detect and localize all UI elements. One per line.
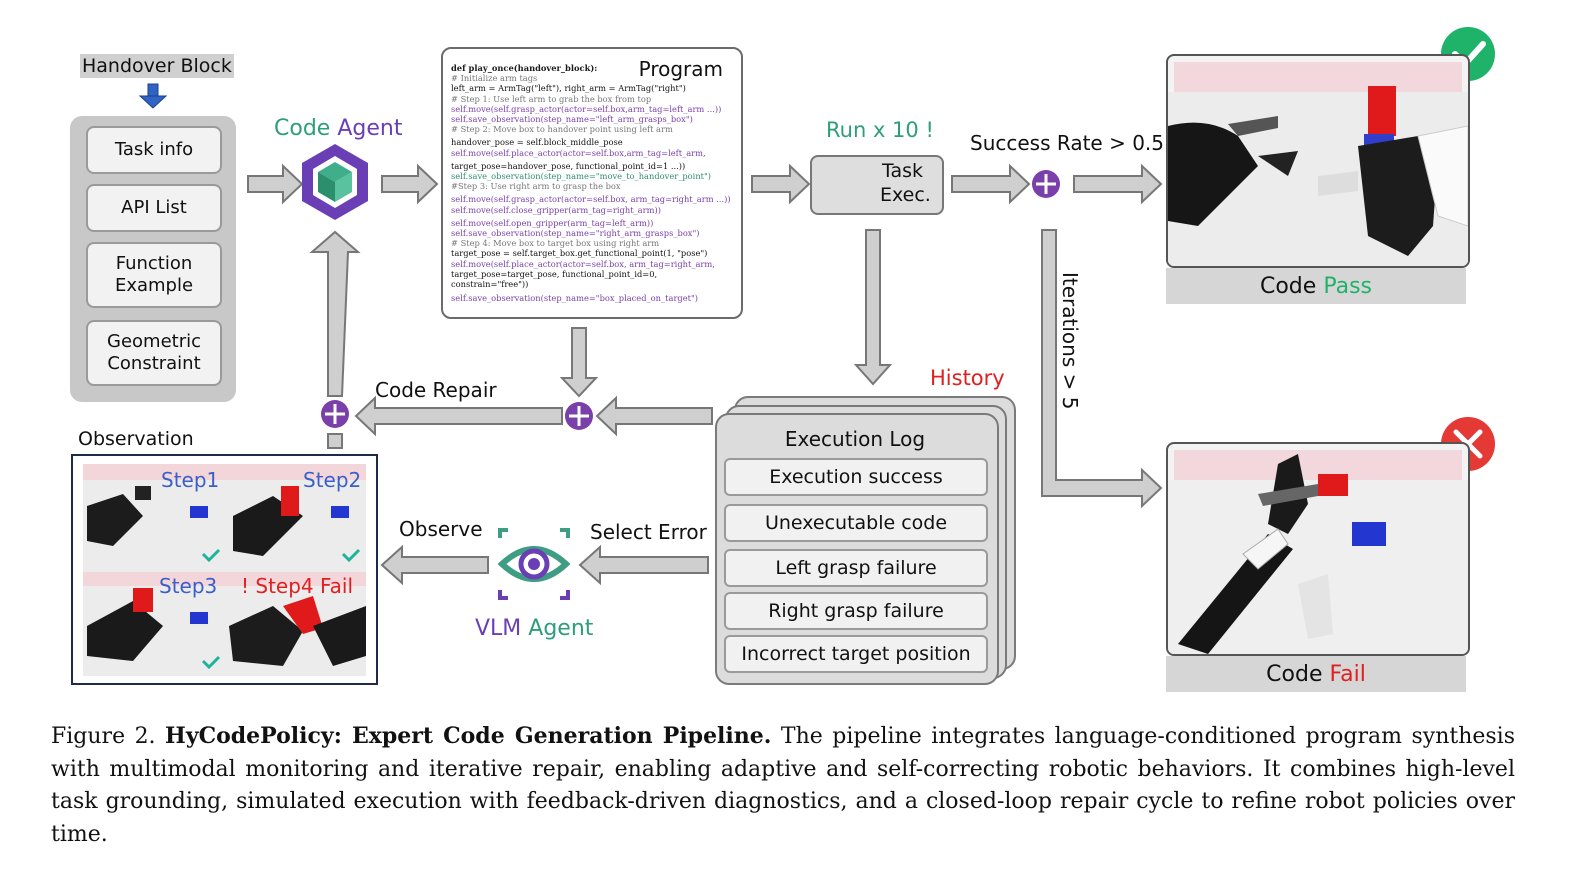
code-fail-label-a: Code	[1266, 661, 1323, 687]
arrow-repair-to-agent	[309, 230, 361, 397]
code-line: # Step 4: Move box to target box using r…	[451, 238, 660, 249]
code-line: self.move(self.place_actor(actor=self.bo…	[451, 147, 706, 158]
code-pass-image	[1166, 54, 1470, 268]
arrow-select-error	[578, 544, 709, 586]
code-line: self.move(self.close_gripper(arm_tag=rig…	[451, 204, 661, 215]
caption-title: HyCodePolicy: Expert Code Generation Pip…	[165, 723, 772, 749]
success-rate-label: Success Rate > 0.5	[970, 131, 1165, 155]
code-repair-label: Code Repair	[375, 378, 497, 402]
code-line: self.save_observation(step_name="left_ar…	[451, 114, 693, 125]
code-line: target_pose = self.target_box.get_functi…	[451, 248, 708, 259]
arrow-task-to-history	[853, 229, 893, 386]
plus-circle-icon	[321, 400, 349, 428]
code-line: # Step 1: Use left arm to grab the box f…	[451, 93, 652, 104]
iterations-label: Iterations > 5	[1058, 272, 1082, 410]
step3-label: Step3	[159, 574, 218, 598]
code-line: left_arm = ArmTag("left"), right_arm = A…	[451, 83, 686, 94]
log-unexecutable-code: Unexecutable code	[724, 504, 988, 542]
code-fail-bar: Code Fail	[1166, 656, 1466, 692]
cube-agent-icon	[302, 144, 368, 220]
arrow-program-to-task	[751, 163, 811, 205]
code-line: self.move(self.grasp_actor(actor=self.bo…	[451, 194, 731, 205]
observation-scenes-image	[83, 464, 366, 676]
select-error-label: Select Error	[590, 520, 707, 544]
observation-title: Observation	[78, 428, 194, 450]
handover-block-title: Handover Block	[80, 54, 234, 78]
plus-circle-icon	[565, 402, 593, 430]
caption-prefix: Figure 2.	[51, 724, 156, 749]
arrow-observation-to-plus	[327, 433, 343, 449]
fail-scene-image	[1168, 450, 1468, 654]
program-box: Program def play_once(handover_block): #…	[441, 47, 743, 319]
code-line: self.move(self.open_gripper(arm_tag=left…	[451, 217, 654, 228]
vlm-agent-label: VLM Agent	[475, 616, 593, 641]
code-line: self.move(self.place_actor(actor=self.bo…	[451, 258, 715, 269]
code-line: self.save_observation(step_name="box_pla…	[451, 293, 699, 304]
log-incorrect-target: Incorrect target position	[724, 635, 988, 673]
arrow-plus-to-pass	[1073, 163, 1163, 205]
code-line: self.save_observation(step_name="right_a…	[451, 228, 700, 239]
arrow-task-to-plus	[951, 163, 1031, 205]
arrow-program-to-plus	[559, 327, 599, 398]
plus-circle-icon	[1032, 170, 1060, 198]
eye-vlm-icon	[497, 528, 571, 600]
program-code: def play_once(handover_block): # Initial…	[451, 63, 731, 303]
handover-down-arrow	[138, 83, 168, 109]
step2-label: Step2	[303, 468, 362, 492]
code-agent-label: Code Agent	[274, 116, 402, 141]
arrow-history-to-plus	[595, 395, 713, 437]
observe-label: Observe	[399, 517, 483, 541]
figure-caption: Figure 2. HyCodePolicy: Expert Code Gene…	[51, 720, 1515, 851]
task-exec-box	[810, 155, 944, 215]
arrow-observe	[380, 544, 489, 586]
vlm-agent-label-a: VLM	[475, 616, 522, 641]
code-line: handover_pose = self.block_middle_pose	[451, 137, 623, 148]
arrow-code-repair	[354, 395, 563, 437]
program-title: Program	[638, 57, 723, 81]
arrow-iterations-to-fail	[1041, 229, 1163, 509]
log-execution-success: Execution success	[724, 458, 988, 496]
code-agent-label-b: Agent	[337, 116, 403, 141]
code-line: constrain="free"))	[451, 279, 529, 290]
code-line: target_pose=target_pose, functional_poin…	[451, 268, 658, 279]
observation-panel: Step1 Step2 Step3 ! Step4 Fail	[71, 454, 378, 685]
caption-text: The pipeline integrates language-conditi…	[51, 724, 1516, 847]
code-pass-label-b: Pass	[1323, 273, 1372, 299]
step1-label: Step1	[161, 468, 220, 492]
log-left-grasp-failure: Left grasp failure	[724, 549, 988, 587]
code-line: def play_once(handover_block):	[451, 63, 598, 73]
code-line: # Step 2: Move box to handover point usi…	[451, 124, 673, 135]
task-exec-label-b: Exec.	[880, 184, 931, 206]
execution-log-title: Execution Log	[784, 427, 926, 451]
arrow-panel-to-agent	[247, 163, 304, 205]
code-line: #Step 3: Use right arm to grasp the box	[451, 181, 621, 192]
run-label: Run x 10 !	[826, 118, 934, 142]
code-agent-label-a: Code	[274, 116, 331, 141]
code-pass-label-a: Code	[1259, 273, 1317, 299]
vlm-agent-label-b: Agent	[528, 616, 594, 641]
api-list-item: API List	[86, 184, 222, 232]
arrow-agent-to-program	[381, 163, 439, 205]
code-line: self.save_observation(step_name="move_to…	[451, 171, 712, 182]
history-label: History	[930, 366, 1005, 390]
task-info-item: Task info	[86, 126, 222, 174]
code-fail-image	[1166, 442, 1470, 656]
code-line: # Initialize arm tags	[451, 73, 538, 84]
code-line: self.move(self.grasp_actor(actor=self.bo…	[451, 103, 722, 114]
geometric-constraint-item: Geometric Constraint	[86, 320, 222, 386]
code-line: target_pose=handover_pose, functional_po…	[451, 160, 686, 171]
function-example-item: Function Example	[86, 242, 222, 308]
code-fail-label-b: Fail	[1329, 661, 1366, 687]
step4-fail-label: ! Step4 Fail	[241, 574, 354, 598]
pass-scene-image	[1168, 62, 1468, 266]
task-exec-label-a: Task	[882, 160, 924, 182]
log-right-grasp-failure: Right grasp failure	[724, 592, 988, 630]
code-pass-bar: Code Pass	[1166, 268, 1466, 304]
